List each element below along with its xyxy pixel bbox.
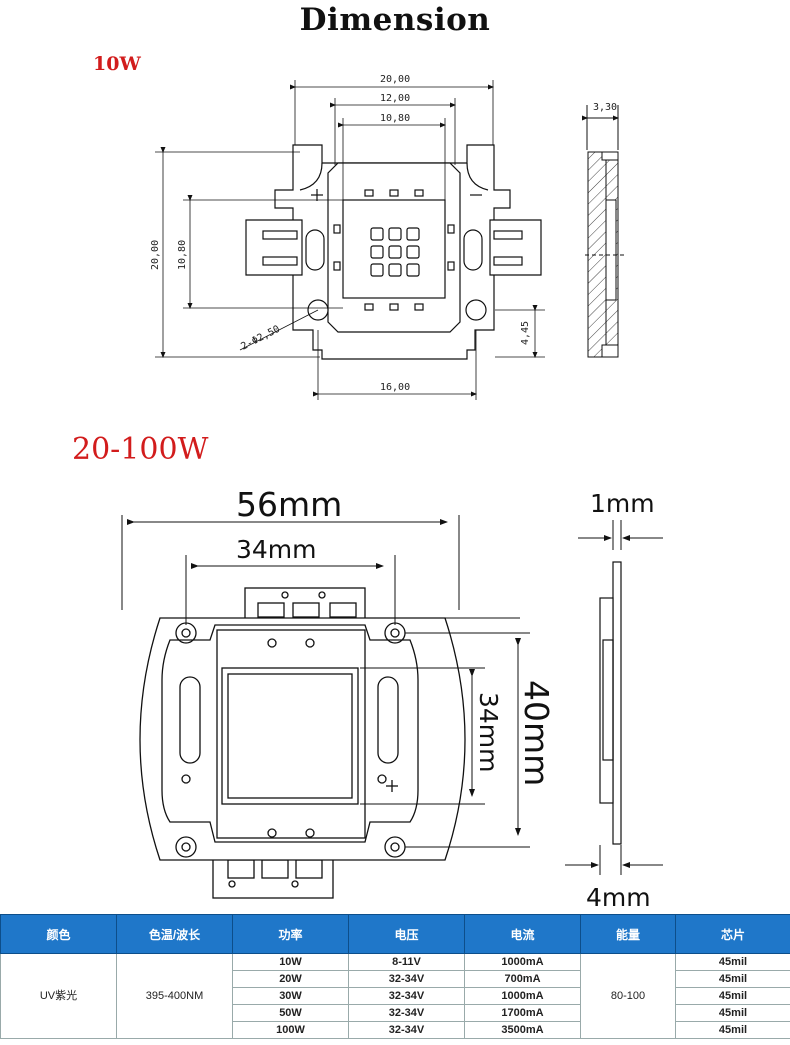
col-header-current: 电流	[464, 914, 581, 954]
dimensions-20-100w	[121, 515, 663, 875]
dimensions-10w	[155, 80, 545, 400]
table-row: 30W 32-34V 1000mA 45mil	[1, 987, 790, 1005]
svg-text:1mm: 1mm	[590, 489, 655, 518]
cell-power: 10W	[232, 953, 349, 971]
drawing-20-100w-top	[139, 587, 466, 899]
cell-voltage: 32-34V	[348, 1021, 465, 1039]
svg-text:4mm: 4mm	[586, 883, 651, 912]
svg-text:16,00: 16,00	[380, 382, 410, 393]
cell-voltage: 8-11V	[348, 953, 465, 971]
col-header-wavelength: 色温/波长	[116, 914, 233, 954]
col-header-color: 颜色	[0, 914, 117, 954]
cell-current: 1000mA	[464, 987, 581, 1005]
cell-chip: 45mil	[675, 1004, 790, 1022]
svg-text:10,80: 10,80	[380, 113, 410, 124]
svg-text:34mm: 34mm	[236, 535, 317, 564]
cell-chip: 45mil	[675, 987, 790, 1005]
col-header-energy: 能量	[580, 914, 676, 954]
page-title: Dimension	[299, 2, 491, 38]
cell-chip: 45mil	[675, 1021, 790, 1039]
section-label-10w: 10W	[93, 53, 141, 75]
cell-power: 30W	[232, 987, 349, 1005]
cell-voltage: 32-34V	[348, 1004, 465, 1022]
table-row: UV紫光 395-400NM 10W 8-11V 1000mA 80-100 4…	[0, 953, 790, 1039]
cell-voltage: 32-34V	[348, 970, 465, 988]
cell-color: UV紫光	[0, 953, 117, 1039]
svg-text:20,00: 20,00	[380, 74, 410, 85]
svg-text:34mm: 34mm	[474, 692, 503, 773]
cell-power: 50W	[232, 1004, 349, 1022]
svg-text:10,80: 10,80	[177, 240, 188, 270]
svg-text:56mm: 56mm	[236, 485, 342, 524]
dimension-labels-20-100w: 56mm 34mm 40mm 34mm 1mm 4mm	[236, 485, 655, 912]
cell-current: 700mA	[464, 970, 581, 988]
table-header-row: 颜色 色温/波长 功率 电压 电流 能量 芯片	[0, 914, 790, 954]
spec-table: 颜色 色温/波长 功率 电压 电流 能量 芯片 UV紫光 395-400NM 1…	[0, 914, 790, 1045]
col-header-power: 功率	[232, 914, 349, 954]
drawing-10w-side	[582, 105, 625, 358]
cell-voltage: 32-34V	[348, 987, 465, 1005]
svg-text:4,45: 4,45	[520, 321, 531, 345]
cell-power: 100W	[232, 1021, 349, 1039]
svg-text:2-Φ2,50: 2-Φ2,50	[239, 324, 282, 353]
cell-current: 1700mA	[464, 1004, 581, 1022]
cell-wavelength: 395-400NM	[116, 953, 233, 1039]
svg-text:20,00: 20,00	[150, 240, 161, 270]
drawing-10w-top	[245, 144, 542, 360]
cell-current: 3500mA	[464, 1021, 581, 1039]
col-header-chip: 芯片	[675, 914, 790, 954]
cell-energy: 80-100	[580, 953, 676, 1039]
col-header-voltage: 电压	[348, 914, 465, 954]
cell-chip: 45mil	[675, 953, 790, 971]
table-row: 100W 32-34V 3500mA 45mil	[1, 1021, 790, 1039]
dimension-drawings: 20,00 12,00 10,80 20,00 10,80 2-Φ2,50 16…	[121, 74, 663, 912]
cell-chip: 45mil	[675, 970, 790, 988]
cell-current: 1000mA	[464, 953, 581, 971]
section-label-20-100w: 20-100W	[72, 432, 209, 467]
table-row: 20W 32-34V 700mA 45mil	[1, 970, 790, 988]
svg-text:12,00: 12,00	[380, 93, 410, 104]
drawing-20-100w-side	[599, 561, 622, 845]
cell-power: 20W	[232, 970, 349, 988]
svg-text:3,30: 3,30	[593, 102, 617, 113]
svg-text:40mm: 40mm	[517, 680, 556, 786]
